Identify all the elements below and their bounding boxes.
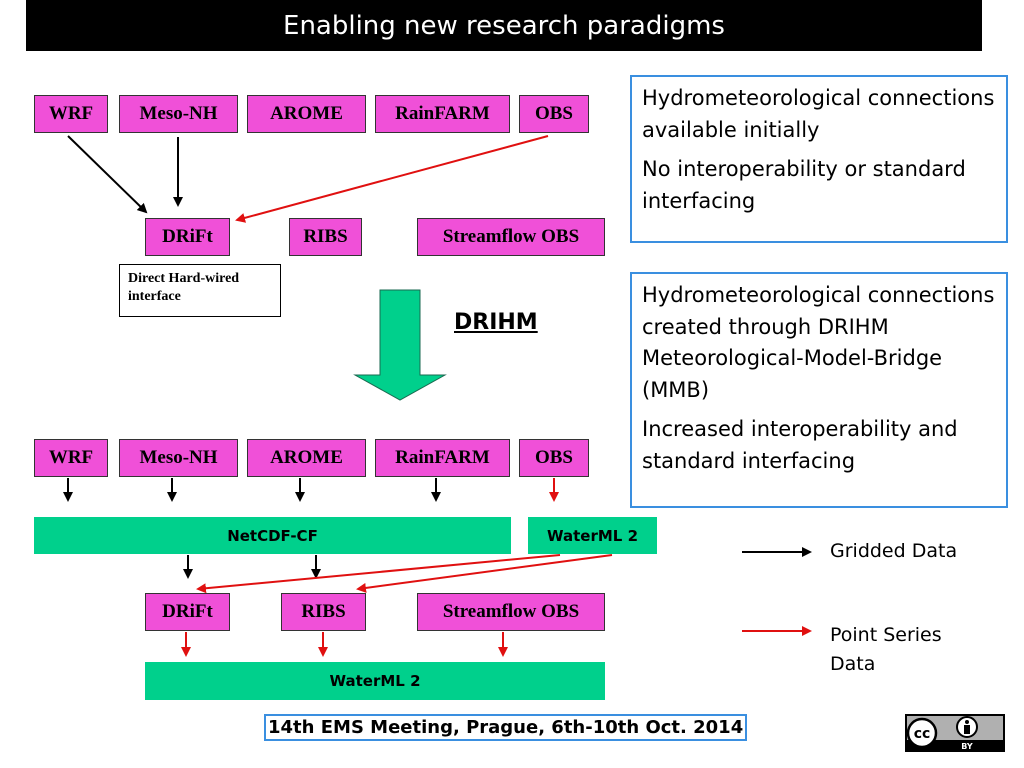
- by-text: BY: [961, 742, 973, 751]
- waterml-bar: WaterML 2: [528, 517, 657, 554]
- arrow-waterml-to-drift: [196, 554, 561, 594]
- mmb-connections-text: Hydrometeorological connections created …: [642, 283, 995, 402]
- cc-by-license-icon: cc BY: [905, 714, 1005, 752]
- bottom-model-obs: OBS: [519, 439, 589, 477]
- initial-connections-text: Hydrometeorological connections availabl…: [642, 86, 995, 142]
- top-model-wrf: WRF: [34, 95, 108, 133]
- arrow-wrf-to-drift: [67, 135, 148, 214]
- drihm-label: DRIHM: [454, 310, 538, 335]
- top-target-streamflow-obs: Streamflow OBS: [417, 218, 605, 256]
- footer-conference: 14th EMS Meeting, Prague, 6th-10th Oct. …: [264, 714, 748, 741]
- cc-text: cc: [914, 726, 931, 742]
- netcdf-cf-bar: NetCDF-CF: [34, 517, 511, 554]
- arrow-obs-to-drift: [235, 135, 549, 223]
- no-interoperability-text: No interoperability or standard interfac…: [642, 157, 966, 213]
- bottom-target-ribs: RIBS: [281, 593, 366, 631]
- bottom-target-streamflow-obs: Streamflow OBS: [417, 593, 605, 631]
- legend-gridded-label: Gridded Data: [830, 540, 958, 562]
- initial-connections-note: Hydrometeorological connections availabl…: [630, 75, 1008, 243]
- hardwired-interface-label: Direct Hard-wired interface: [119, 264, 281, 317]
- bottom-model-wrf: WRF: [34, 439, 108, 477]
- increased-interoperability-text: Increased interoperability and standard …: [642, 417, 958, 473]
- legend-point-label: Point Series Data: [830, 624, 942, 675]
- arrow-waterml-to-ribs: [356, 554, 613, 593]
- top-target-drift: DRiFt: [145, 218, 230, 256]
- top-model-rainfarm: RainFARM: [375, 95, 510, 133]
- top-model-obs: OBS: [519, 95, 589, 133]
- bottom-model-mesonh: Meso-NH: [119, 439, 238, 477]
- top-model-mesonh: Meso-NH: [119, 95, 238, 133]
- big-down-arrow: [353, 289, 447, 401]
- mmb-connections-note: Hydrometeorological connections created …: [630, 272, 1008, 508]
- waterml-output-bar: WaterML 2: [145, 662, 605, 700]
- slide-title: Enabling new research paradigms: [26, 0, 982, 51]
- top-target-ribs: RIBS: [289, 218, 362, 256]
- top-model-arome: AROME: [247, 95, 366, 133]
- bottom-model-arome: AROME: [247, 439, 366, 477]
- bottom-target-drift: DRiFt: [145, 593, 230, 631]
- bottom-model-rainfarm: RainFARM: [375, 439, 510, 477]
